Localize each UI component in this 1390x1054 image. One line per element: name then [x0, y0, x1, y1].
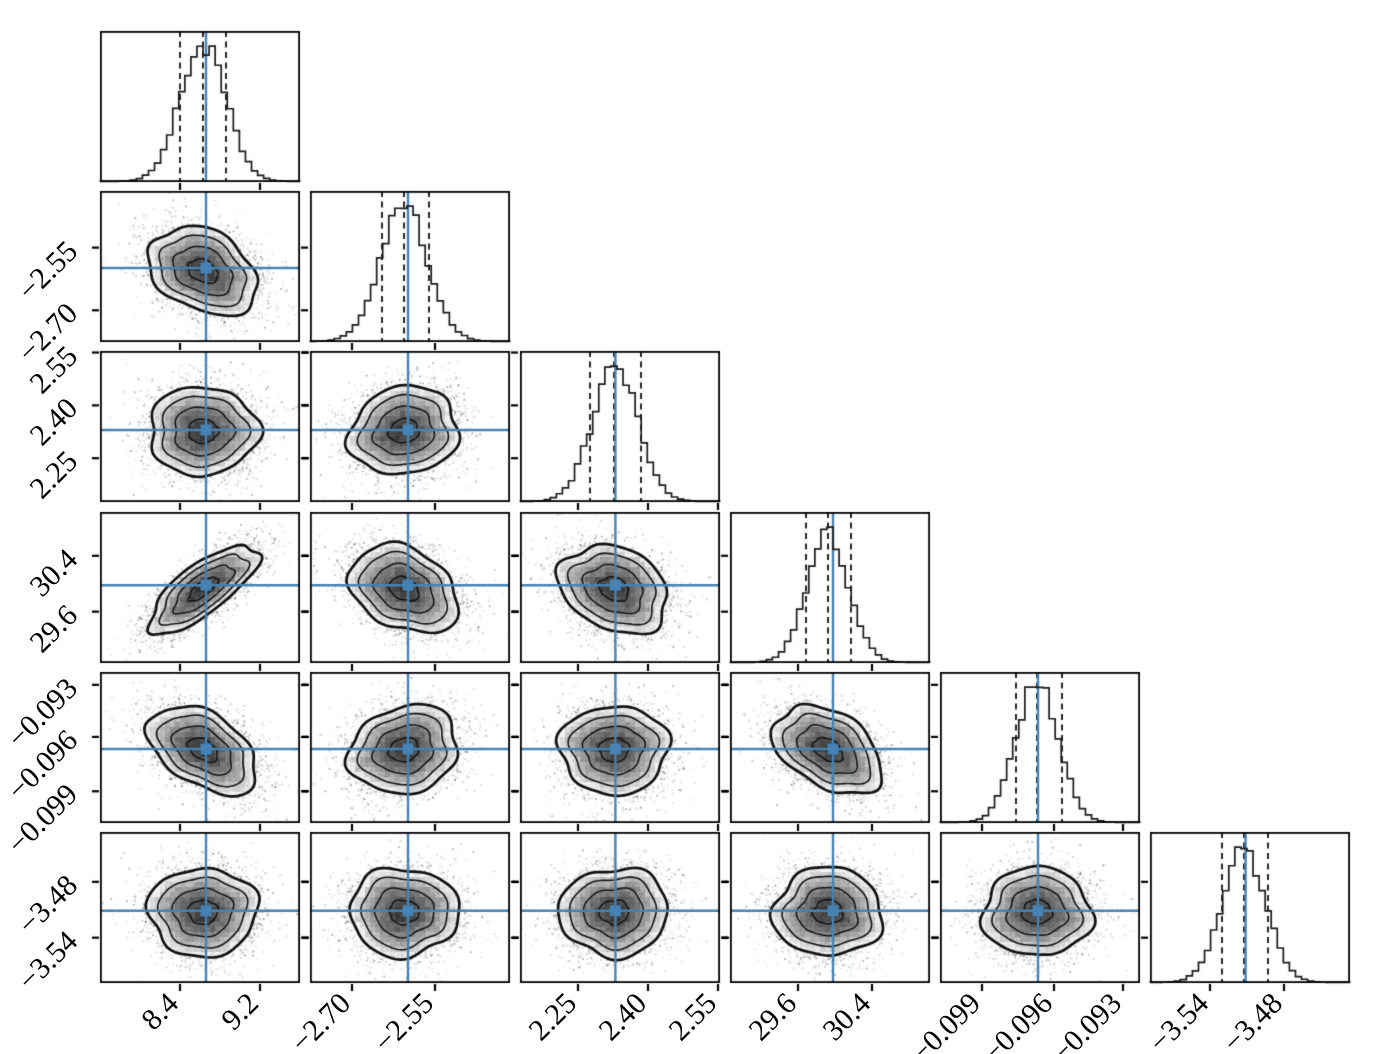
scatter-panel-p1-p5	[88, 668, 312, 837]
scatter-panel-p5-p6	[928, 828, 1152, 997]
scatter-panel-p1-p6	[88, 828, 312, 997]
scatter-panel-p1-p4	[88, 508, 312, 677]
x-tick-label-p3: 2.25	[522, 986, 583, 1048]
scatter-panel-p2-p6	[298, 828, 522, 997]
hist-panel-p5	[928, 668, 1152, 837]
scatter-panel-p4-p6	[718, 828, 942, 997]
hist-panel-p3	[508, 347, 732, 516]
hist-panel-p2	[298, 187, 522, 356]
scatter-panel-p3-p4	[508, 508, 732, 677]
scatter-panel-p4-p5	[718, 668, 942, 837]
scatter-panel-p3-p5	[508, 668, 732, 837]
scatter-panel-p3-p6	[508, 828, 732, 997]
scatter-panel-p1-p2	[88, 187, 312, 356]
hist-panel-p1	[88, 27, 312, 196]
hist-panel-p4	[718, 508, 942, 677]
scatter-panel-p2-p3	[298, 347, 522, 516]
scatter-panel-p1-p3	[88, 347, 312, 516]
hist-panel-p6	[1138, 828, 1362, 997]
scatter-panel-p2-p4	[298, 508, 522, 677]
scatter-panel-p2-p5	[298, 668, 522, 837]
